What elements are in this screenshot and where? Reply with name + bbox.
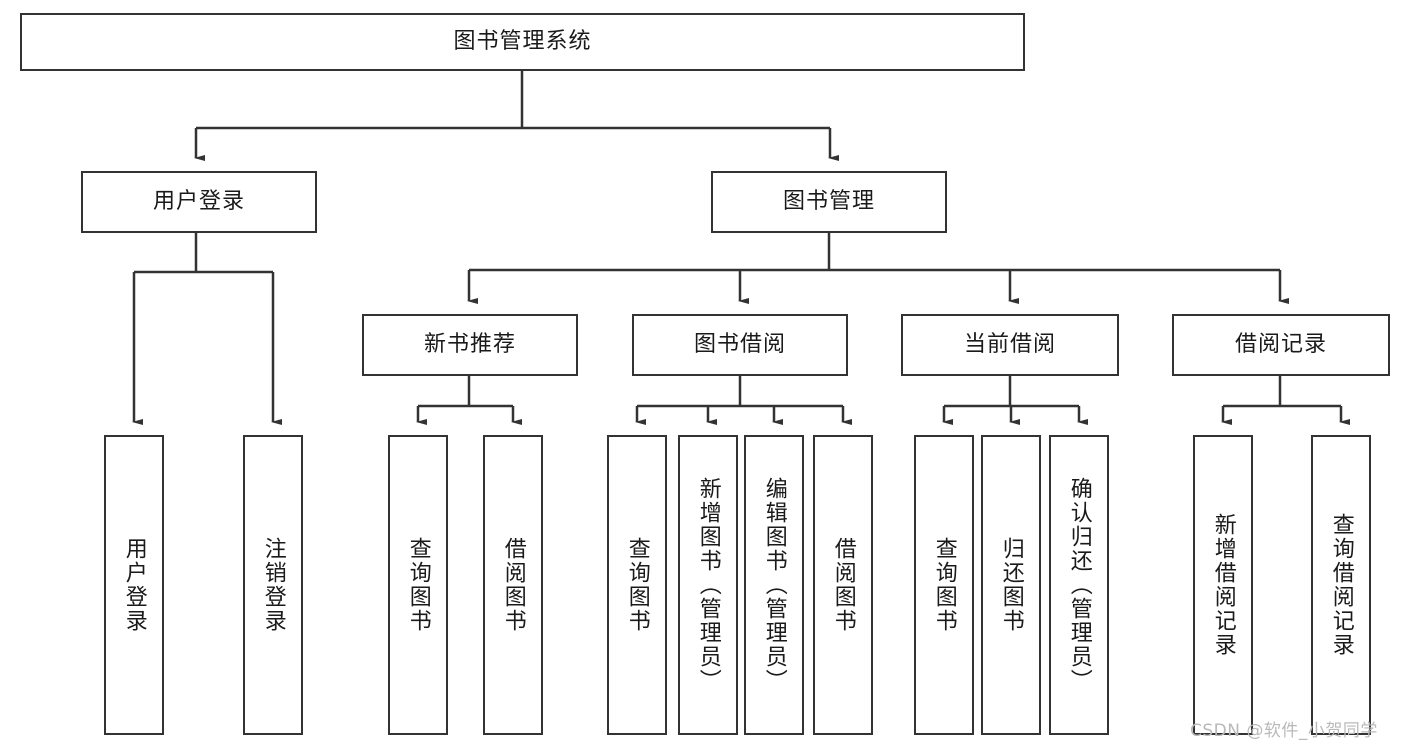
leaf-edit-book-admin[interactable]: 编辑图书（管理员） — [744, 435, 804, 735]
node-root[interactable]: 图书管理系统 — [20, 13, 1025, 71]
node-current-borrow[interactable]: 当前借阅 — [901, 314, 1119, 376]
leaf-user-login[interactable]: 用户登录 — [104, 435, 164, 735]
node-user-login[interactable]: 用户登录 — [81, 171, 317, 233]
node-current-borrow-label: 当前借阅 — [963, 331, 1056, 357]
leaf-query-book-label: 查询图书 — [624, 537, 650, 633]
leaf-query-book[interactable]: 查询图书 — [607, 435, 667, 735]
leaf-query-borrow-record[interactable]: 查询借阅记录 — [1311, 435, 1371, 735]
leaf-user-logout-label: 注销登录 — [260, 537, 286, 633]
leaf-borrow-book-recommend[interactable]: 借阅图书 — [483, 435, 543, 735]
node-user-login-label: 用户登录 — [152, 188, 245, 214]
leaf-add-borrow-record[interactable]: 新增借阅记录 — [1193, 435, 1253, 735]
leaf-query-borrow-record-label: 查询借阅记录 — [1328, 513, 1354, 657]
leaf-borrow-book[interactable]: 借阅图书 — [813, 435, 873, 735]
leaf-confirm-return-admin[interactable]: 确认归还（管理员） — [1049, 435, 1109, 735]
leaf-user-logout[interactable]: 注销登录 — [243, 435, 303, 735]
leaf-user-login-label: 用户登录 — [121, 537, 147, 633]
leaf-return-book[interactable]: 归还图书 — [981, 435, 1041, 735]
node-borrow-record-label: 借阅记录 — [1234, 331, 1327, 357]
node-book-management-label: 图书管理 — [782, 188, 875, 214]
leaf-add-book-admin[interactable]: 新增图书（管理员） — [678, 435, 738, 735]
leaf-query-book-recommend[interactable]: 查询图书 — [388, 435, 448, 735]
node-book-management[interactable]: 图书管理 — [711, 171, 947, 233]
leaf-edit-book-admin-label: 编辑图书（管理员） — [761, 477, 787, 693]
leaf-add-borrow-record-label: 新增借阅记录 — [1210, 513, 1236, 657]
node-borrow-record[interactable]: 借阅记录 — [1172, 314, 1390, 376]
watermark: CSDN @软件_小贺同学 — [1190, 721, 1378, 741]
node-new-book-recommend[interactable]: 新书推荐 — [362, 314, 578, 376]
leaf-return-book-label: 归还图书 — [998, 537, 1024, 633]
leaf-query-book-recommend-label: 查询图书 — [405, 537, 431, 633]
node-book-borrow[interactable]: 图书借阅 — [632, 314, 848, 376]
leaf-confirm-return-admin-label: 确认归还（管理员） — [1066, 477, 1092, 693]
leaf-borrow-book-recommend-label: 借阅图书 — [500, 537, 526, 633]
leaf-borrow-book-label: 借阅图书 — [830, 537, 856, 633]
node-new-book-recommend-label: 新书推荐 — [423, 331, 516, 357]
node-book-borrow-label: 图书借阅 — [693, 331, 786, 357]
node-root-label: 图书管理系统 — [453, 28, 592, 54]
leaf-query-book-current[interactable]: 查询图书 — [914, 435, 974, 735]
leaf-add-book-admin-label: 新增图书（管理员） — [695, 477, 721, 693]
leaf-query-book-current-label: 查询图书 — [931, 537, 957, 633]
